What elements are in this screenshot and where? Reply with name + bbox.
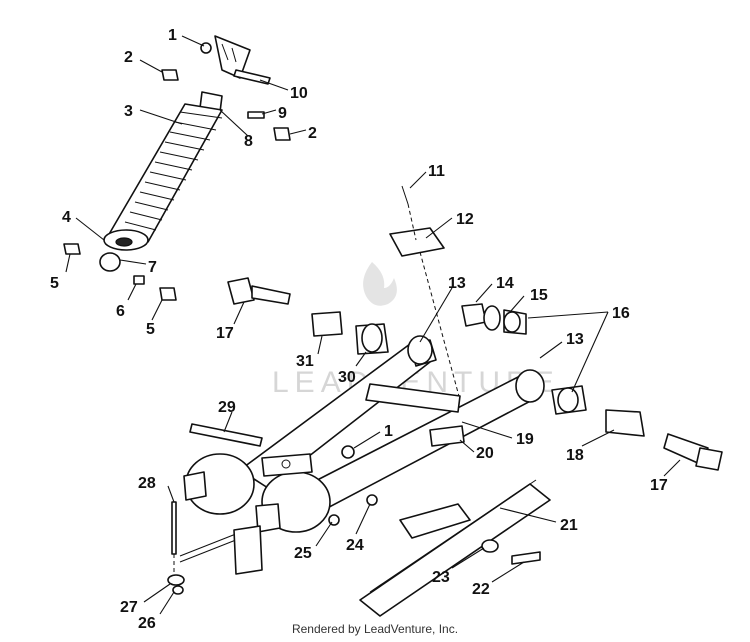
- callout-label: 2: [308, 125, 317, 142]
- callout-label: 13: [448, 275, 466, 292]
- callout-label: 14: [496, 275, 514, 292]
- callout-label: 12: [456, 211, 474, 228]
- callout-label: 30: [338, 369, 356, 386]
- callout-label: 20: [476, 445, 494, 462]
- callout-label: 16: [612, 305, 630, 322]
- shock-absorber-assembly: [63, 35, 291, 301]
- callout-labels: 1 2 3 10 9 2 8 4 5 7 6 5 11 12 13 14 15 …: [50, 27, 668, 632]
- callout-label: 13: [566, 331, 584, 348]
- callout-label: 17: [650, 477, 668, 494]
- slide-rail: [167, 479, 551, 617]
- callout-label: 11: [428, 163, 445, 180]
- callout-label: 22: [472, 581, 490, 598]
- callout-label: 8: [244, 133, 253, 150]
- callout-label: 27: [120, 599, 138, 616]
- callout-label: 3: [124, 103, 133, 120]
- callout-label: 24: [346, 537, 364, 554]
- callout-label: 29: [218, 399, 236, 416]
- callout-label: 5: [146, 321, 155, 338]
- callout-label: 18: [566, 447, 584, 464]
- callout-label: 31: [296, 353, 314, 370]
- callout-label: 1: [384, 423, 393, 440]
- callout-label: 28: [138, 475, 156, 492]
- callout-label: 6: [116, 303, 125, 320]
- callout-label: 10: [290, 85, 308, 102]
- callout-label: 23: [432, 569, 450, 586]
- callout-label: 2: [124, 49, 133, 66]
- callout-label: 17: [216, 325, 234, 342]
- callout-label: 15: [530, 287, 548, 304]
- callout-label: 5: [50, 275, 59, 292]
- callout-label: 26: [138, 615, 156, 632]
- callout-label: 4: [62, 209, 71, 226]
- swing-arm-frame: [183, 335, 545, 533]
- callout-label: 19: [516, 431, 534, 448]
- pivot-hardware: [227, 277, 723, 471]
- callout-label: 7: [148, 259, 157, 276]
- callout-label: 25: [294, 545, 312, 562]
- leader-lines: [65, 35, 681, 615]
- callout-label: 21: [560, 517, 578, 534]
- callout-label: 9: [278, 105, 287, 122]
- callout-label: 1: [168, 27, 177, 44]
- footer-credit: Rendered by LeadVenture, Inc.: [291, 622, 459, 636]
